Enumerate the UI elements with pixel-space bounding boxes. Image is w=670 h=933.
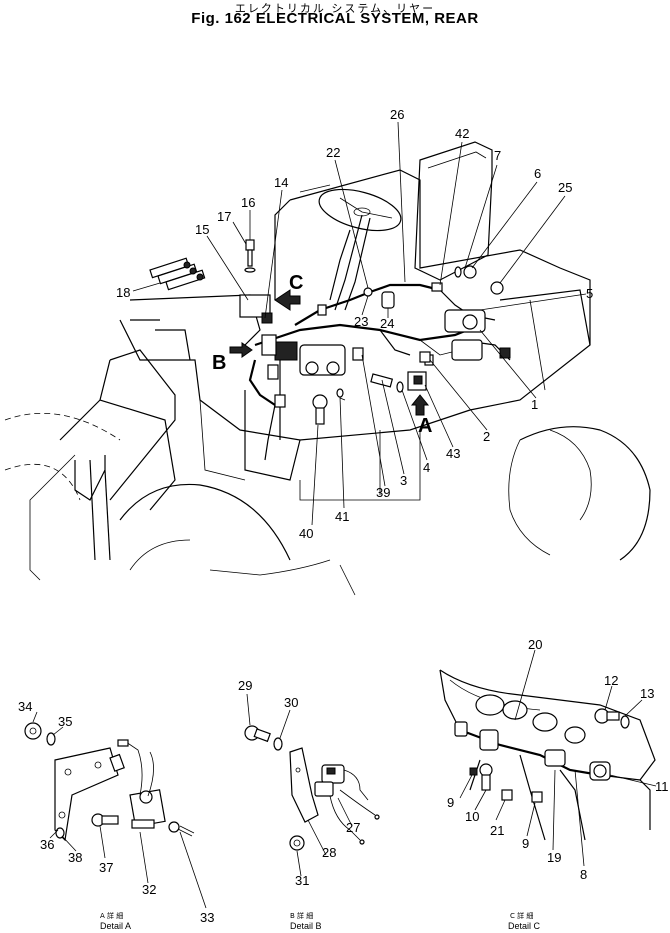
callout-34: 34 (18, 699, 32, 714)
callout-17: 17 (217, 209, 231, 224)
relay-box-15 (239, 294, 271, 318)
callout-25: 25 (558, 180, 572, 195)
detail-a-caption-jp: A 詳 細 (100, 911, 123, 920)
detail-b (244, 693, 380, 877)
callout-8: 8 (580, 867, 587, 882)
callout-13: 13 (640, 686, 654, 701)
callout-23: 23 (354, 314, 368, 329)
callout-21: 21 (490, 823, 504, 838)
callout-35: 35 (58, 714, 72, 729)
detail-b-caption: Detail B (290, 921, 322, 931)
callout-7: 7 (494, 148, 501, 163)
callout-9-right: 9 (522, 836, 529, 851)
main-parts (149, 239, 511, 425)
callout-39: 39 (376, 485, 390, 500)
callout-36: 36 (40, 837, 54, 852)
detail-c-caption-jp: C 詳 細 (510, 911, 533, 920)
callout-30: 30 (284, 695, 298, 710)
callout-20: 20 (528, 637, 542, 652)
callout-9-left: 9 (447, 795, 454, 810)
callout-29: 29 (238, 678, 252, 693)
callout-1: 1 (531, 397, 538, 412)
callout-22: 22 (326, 145, 340, 160)
callout-41: 41 (335, 509, 349, 524)
view-arrows (229, 289, 430, 416)
callout-27: 27 (346, 820, 360, 835)
callout-12: 12 (604, 673, 618, 688)
callout-16: 16 (241, 195, 255, 210)
detail-c-caption: Detail C (508, 921, 541, 931)
callout-3: 3 (400, 473, 407, 488)
view-arrow-a (410, 394, 430, 416)
detail-b-caption-jp: B 詳 細 (290, 911, 313, 920)
view-label-b: B (212, 352, 226, 374)
callout-26: 26 (390, 107, 404, 122)
detail-a (24, 711, 207, 909)
callout-19: 19 (547, 850, 561, 865)
callout-11: 11 (655, 779, 669, 794)
callout-2: 2 (483, 429, 490, 444)
callout-4: 4 (423, 460, 430, 475)
callout-43: 43 (446, 446, 460, 461)
callout-40: 40 (299, 526, 313, 541)
detail-c (439, 649, 657, 867)
bracket-plate-36 (54, 747, 119, 842)
callout-38: 38 (68, 850, 82, 865)
callouts-detail-c: 20 12 13 11 9 10 21 9 19 8 (447, 637, 669, 882)
callouts-detail-a: 34 35 36 38 37 32 33 (18, 699, 214, 925)
callout-42: 42 (455, 126, 469, 141)
callout-6: 6 (534, 166, 541, 181)
callouts-detail-b: 29 30 27 28 31 (238, 678, 360, 888)
view-arrow-c (274, 289, 301, 311)
view-label-c: C (289, 272, 303, 294)
callout-32: 32 (142, 882, 156, 897)
callout-18: 18 (116, 285, 130, 300)
detail-a-caption: Detail A (100, 921, 131, 931)
connector-18-part (149, 257, 206, 291)
callouts-main: 26 42 22 7 6 25 14 16 17 15 18 5 23 24 1… (116, 107, 593, 541)
figure-title: Fig. 162 ELECTRICAL SYSTEM, REAR (191, 10, 479, 27)
callout-10: 10 (465, 809, 479, 824)
callout-33: 33 (200, 910, 214, 925)
callout-37: 37 (99, 860, 113, 875)
view-label-a: A (418, 415, 432, 437)
callout-15: 15 (195, 222, 209, 237)
callout-24: 24 (380, 316, 394, 331)
view-arrow-b (229, 342, 253, 358)
callout-5: 5 (586, 286, 593, 301)
callout-28: 28 (322, 845, 336, 860)
callout-31: 31 (295, 873, 309, 888)
title-japanese: エレクトリカル システム、リヤー (234, 2, 436, 15)
leader-lines-main (132, 121, 587, 526)
callout-14: 14 (274, 175, 288, 190)
